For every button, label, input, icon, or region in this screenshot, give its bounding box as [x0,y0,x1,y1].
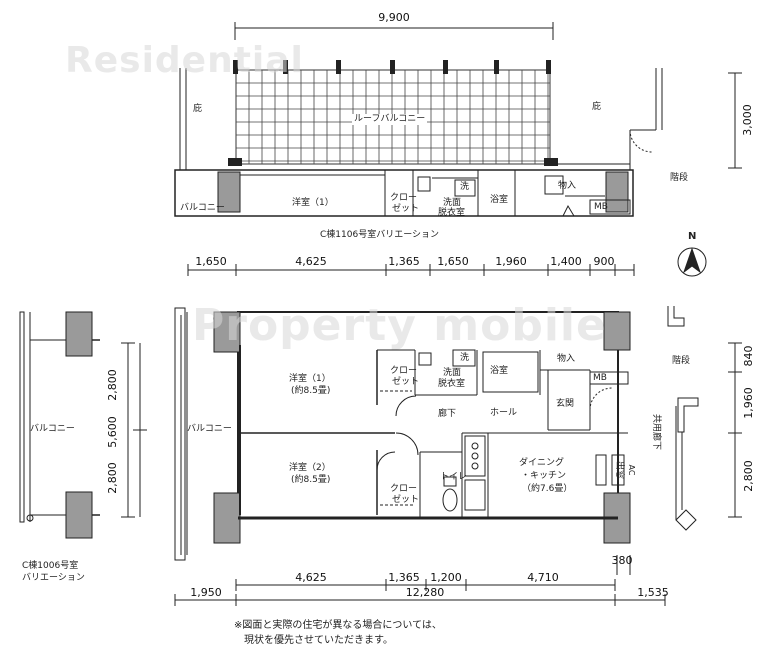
top-width-dim: 9,900 [378,11,410,24]
bottom-dim-1-1: 4,625 [295,571,327,584]
top-storage-label: 物入 [558,181,577,191]
washroom-label-1: 洗面 [443,368,462,378]
top-roof-balcony-label: ルーフバルコニー [352,114,428,125]
disclaimer-line-2: 現状を優先させていただきます。 [244,635,393,646]
bottom-dim-1-4: 4,710 [527,571,559,584]
dk-label-3: （約7.6畳） [522,484,573,494]
common-corridor-label: 共用廊下 [651,413,661,451]
top-wash-mark: 洗 [460,182,470,192]
bottom-dim-2-1: 1,950 [190,586,222,599]
western-room-1-label: 洋室（1） [289,374,331,384]
top-plan-caption: C棟1106号室バリエーション [320,230,440,240]
main-stairs-label: 階段 [672,356,691,366]
bottom-dim-2-2: 12,280 [405,586,445,599]
side-balcony-label: バルコニー [30,424,75,434]
left-height-dim-3: 2,800 [106,462,119,494]
top-western-room-label: 洋室（1） [292,198,334,208]
corridor-label: 廊下 [438,409,457,419]
hall-label: ホール [490,408,518,418]
north-label: N [688,231,697,242]
closet-top-label-2: ゼット [392,377,420,387]
side-caption-2: バリエーション [22,573,85,583]
bay-window-label: 出窓 [614,460,624,480]
top-dim-5: 1,960 [495,255,527,268]
bottom-dim-2-3: 1,535 [637,586,669,599]
western-room-2-label: 洋室（2） [289,463,331,473]
western-room-1-area: (約8.5畳) [291,386,331,396]
top-eaves-right-label: 庇 [592,102,602,112]
top-washroom-label-2: 脱衣室 [438,208,466,218]
western-room-2-area: (約8.5畳) [291,475,331,485]
left-height-dim-2: 5,600 [106,416,119,448]
ac-label: AC [627,464,636,476]
top-depth-dim: 3,000 [741,104,754,136]
watermark-top: Residential [65,40,304,81]
top-dim-2: 4,625 [295,255,327,268]
toilet-label: トイレ [440,472,468,482]
bottom-dim-1-3: 1,200 [430,571,462,584]
top-closet-label-1: クロー [390,193,418,203]
storage-label: 物入 [557,354,576,364]
side-caption-1: C棟1006号室 [22,561,79,571]
dim-380: 380 [611,554,633,567]
bottom-dim-1-2: 1,365 [388,571,420,584]
top-closet-label-2: ゼット [392,204,420,214]
entrance-label: 玄関 [556,399,575,409]
closet-top-label-1: クロー [390,366,418,376]
top-eaves-left-label: 庇 [193,104,203,114]
top-dim-6: 1,400 [550,255,582,268]
top-bathroom-label: 浴室 [490,195,509,205]
right-height-dim-1: 840 [742,345,755,367]
watermark-main: Property mobile [192,300,607,351]
top-washroom-label-1: 洗面 [443,198,462,208]
dk-label-1: ダイニング [519,458,565,468]
washroom-label-2: 脱衣室 [438,379,466,389]
right-height-dim-3: 2,800 [742,460,755,492]
mb-label: MB [593,373,607,383]
top-dim-3: 1,365 [388,255,420,268]
left-height-dim-1: 2,800 [106,369,119,401]
disclaimer-line-1: ※図面と実際の住宅が異なる場合については、 [234,620,442,631]
top-mb-label: MB [594,202,608,212]
main-balcony-label: バルコニー [187,424,232,434]
closet-bottom-label-1: クロー [390,484,418,494]
bathroom-label: 浴室 [490,366,509,376]
disclaimer-note: ※図面と実際の住宅が異なる場合については、 現状を優先させていただきます。 [234,618,442,648]
top-dim-1: 1,650 [195,255,227,268]
top-stairs-label: 階段 [670,173,689,183]
wash-mark: 洗 [460,353,470,363]
closet-bottom-label-2: ゼット [392,495,420,505]
top-balcony-label: バルコニー [180,203,225,213]
top-dim-7: 900 [593,255,615,268]
dk-label-2: ・キッチン [521,471,567,481]
top-dim-4: 1,650 [437,255,469,268]
right-height-dim-2: 1,960 [742,387,755,419]
